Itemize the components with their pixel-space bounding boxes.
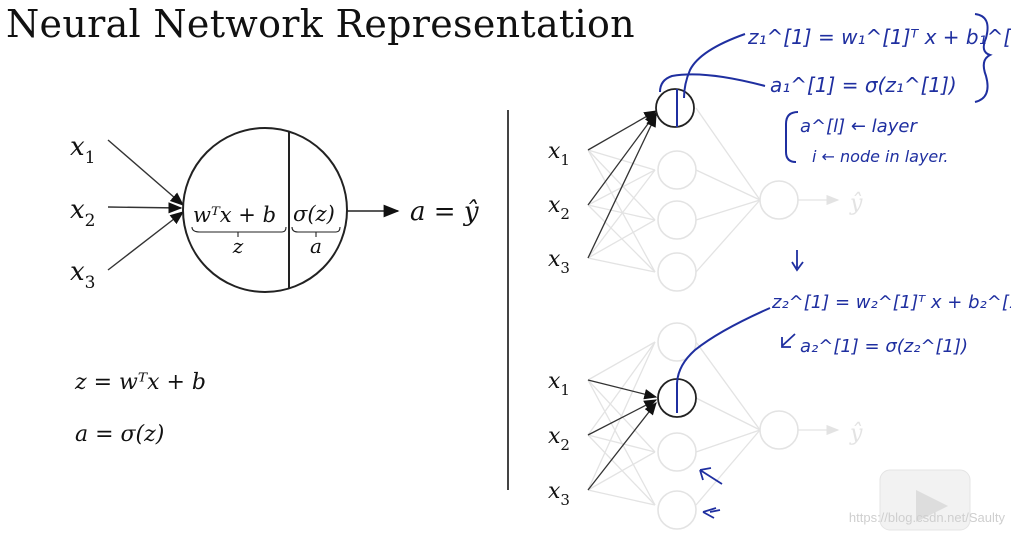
slide-title: Neural Network Representation xyxy=(6,2,635,46)
linear-brace xyxy=(191,226,287,233)
neuron-edge-1 xyxy=(107,139,185,206)
hidden-node-3 xyxy=(657,200,697,240)
play-icon xyxy=(916,490,948,522)
network-top: ŷ x1 x2 x3 xyxy=(548,88,863,292)
single-neuron-diagram: x1 x2 x3 wᵀx + b z σ(z) a a = ŷ xyxy=(70,127,479,293)
hidden-node-1-active xyxy=(655,88,695,128)
bottom-input-x3: x3 xyxy=(548,479,570,509)
hidden-node-4 xyxy=(657,252,697,292)
equation-a: a = σ(z) xyxy=(75,422,164,447)
network-bottom-output: ŷ xyxy=(849,421,863,446)
note-arrow-b1 xyxy=(699,467,723,485)
note-pointer-z2 xyxy=(676,307,771,386)
output-node xyxy=(759,180,799,220)
neuron-edge-3 xyxy=(107,211,185,271)
neuron-input-x2: x2 xyxy=(70,195,96,231)
equation-z: z = wᵀx + b xyxy=(74,370,206,395)
network-top-output: ŷ xyxy=(849,191,863,216)
neuron-output: a = ŷ xyxy=(410,197,479,227)
linear-label: z xyxy=(232,234,244,258)
note-a1: a₁^[1] = σ(z₁^[1]) xyxy=(770,73,957,97)
note-legend-node: i ← node in layer. xyxy=(812,147,948,166)
hidden-node-b1 xyxy=(657,322,697,362)
note-arrow-b2 xyxy=(702,507,721,519)
hidden-node-b3 xyxy=(657,432,697,472)
network-bottom: ŷ x1 x2 x3 xyxy=(548,322,863,530)
output-node-b xyxy=(759,410,799,450)
note-legend-bracket xyxy=(785,111,799,163)
top-input-x2: x2 xyxy=(548,193,570,223)
watermark: https://blog.csdn.net/Saulty xyxy=(849,510,1006,525)
network-top-faded-edges xyxy=(587,107,840,273)
note-pointer-a1 xyxy=(659,73,766,93)
neuron-input-x1: x1 xyxy=(70,132,96,168)
top-input-x1: x1 xyxy=(548,139,570,169)
bottom-input-x1: x1 xyxy=(548,369,570,399)
note-z1: z₁^[1] = w₁^[1]ᵀ x + b₁^[1] xyxy=(747,25,1011,49)
note-pointer-z1 xyxy=(683,33,746,99)
top-input-x3: x3 xyxy=(548,247,570,277)
neuron-input-x3: x3 xyxy=(70,257,96,293)
network-bottom-faded-edges xyxy=(587,341,840,506)
hidden-node-b4 xyxy=(657,490,697,530)
handwritten-notes: z₁^[1] = w₁^[1]ᵀ x + b₁^[1] a₁^[1] = σ(z… xyxy=(659,13,1011,519)
linear-part: wᵀx + b xyxy=(193,203,276,227)
note-up-arrow xyxy=(781,333,796,348)
note-z2: z₂^[1] = w₂^[1]ᵀ x + b₂^[1] xyxy=(771,292,1011,313)
note-down-arrow xyxy=(791,250,804,272)
bottom-input-x2: x2 xyxy=(548,424,570,454)
activation-label: a xyxy=(310,234,322,258)
note-legend-layer: a^[l] ← layer xyxy=(800,116,918,137)
activation-brace xyxy=(291,226,341,233)
hidden-node-2 xyxy=(657,150,697,190)
neuron-circle xyxy=(182,127,348,293)
activation-part: σ(z) xyxy=(293,202,335,226)
note-brace xyxy=(974,13,993,103)
neuron-edge-2 xyxy=(107,202,183,214)
note-a2: a₂^[1] = σ(z₂^[1]) xyxy=(800,336,968,357)
